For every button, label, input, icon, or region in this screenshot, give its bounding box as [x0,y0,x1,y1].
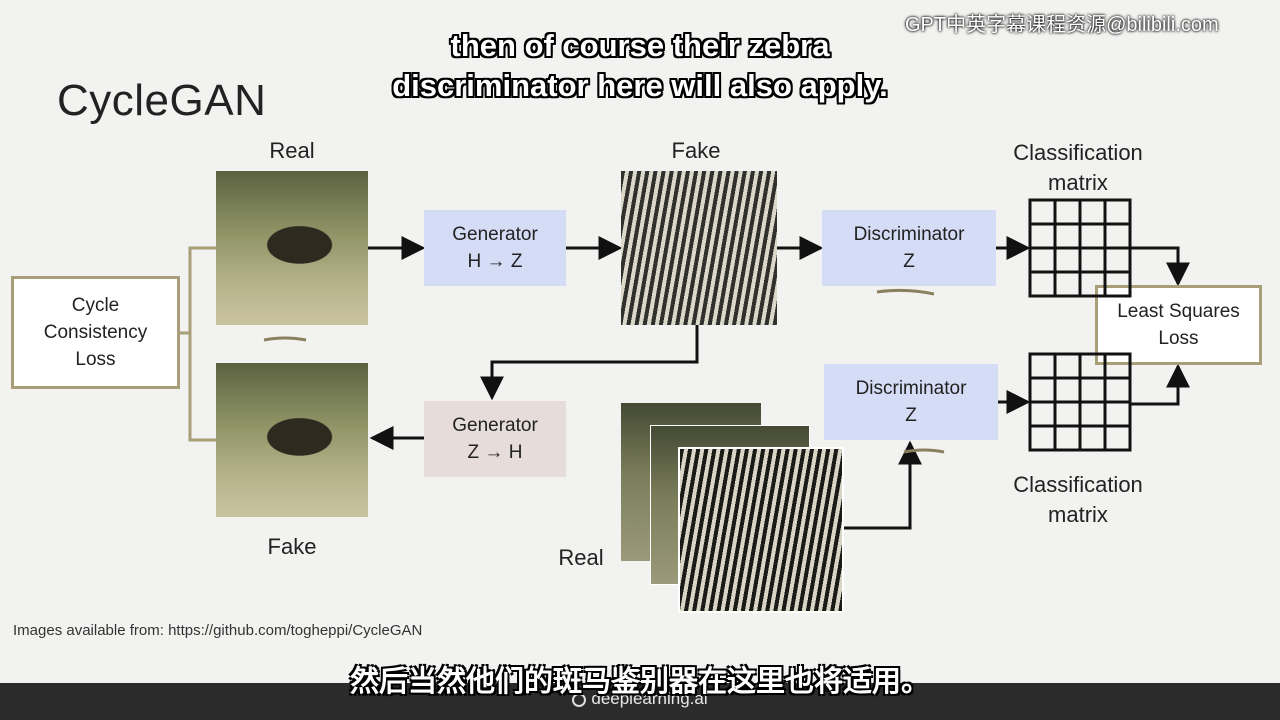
label-fake-top: Fake [671,138,721,163]
brand-name: deeplearning.ai [591,689,708,708]
generator-h-to-z-line1: Generator [452,224,538,245]
fake-zebra-image [621,171,777,325]
classification-matrix-bottom [1028,352,1132,452]
bottom-bar [0,683,1280,720]
generator-h-to-z-line2: H → Z [467,251,523,272]
cycle-line2: Consistency [43,322,148,343]
subtitle-en-line2: discriminator here will also apply. [392,68,888,103]
fake-horse-image [216,363,368,517]
discriminator-bottom-line2: Z [905,405,917,426]
real-horse-image [216,171,368,325]
classification-top-line2: matrix [1048,170,1108,195]
label-classification-top: Classification matrix [990,138,1166,198]
label-real-top: Real [269,138,315,163]
watermark: GPT中英字幕课程资源@bilibili.com [905,14,1219,36]
least-squares-loss-box: Least Squares Loss [1095,285,1262,365]
label-real-bottom: Real [558,545,604,570]
discriminator-bottom-line1: Discriminator [855,378,967,399]
discriminator-top-line2: Z [903,251,915,272]
cycle-consistency-loss-box: Cycle Consistency Loss [11,276,180,389]
lsq-line2: Loss [1158,328,1199,349]
brand-logo-icon [572,693,587,707]
brand-footer: deeplearning.ai [0,689,1280,709]
discriminator-top-line1: Discriminator [853,224,965,245]
classification-matrix-top [1028,198,1132,298]
discriminator-bottom-box: Discriminator Z [824,364,998,440]
diagram-title: CycleGAN [57,76,267,125]
cycle-line3: Loss [75,349,116,370]
classification-bottom-line1: Classification [1013,472,1143,497]
subtitle-en-line1: then of course their zebra [450,28,830,63]
classification-bottom-line2: matrix [1048,502,1108,527]
label-fake-bottom: Fake [267,534,317,559]
real-zebra-image [678,447,844,613]
lsq-line1: Least Squares [1117,301,1240,322]
generator-z-to-h-line1: Generator [452,415,538,436]
discriminator-top-box: Discriminator Z [822,210,996,286]
subtitle-zh: 然后当然他们的斑马鉴别器在这里也将适用。 [349,666,930,698]
image-credit: Images available from: https://github.co… [13,622,423,639]
classification-top-line1: Classification [1013,140,1143,165]
generator-h-to-z-box: Generator H → Z [424,210,566,286]
cycle-line1: Cycle [71,295,120,316]
generator-z-to-h-box: Generator Z → H [424,401,566,477]
label-classification-bottom: Classification matrix [990,470,1166,530]
generator-z-to-h-line2: Z → H [467,442,523,463]
